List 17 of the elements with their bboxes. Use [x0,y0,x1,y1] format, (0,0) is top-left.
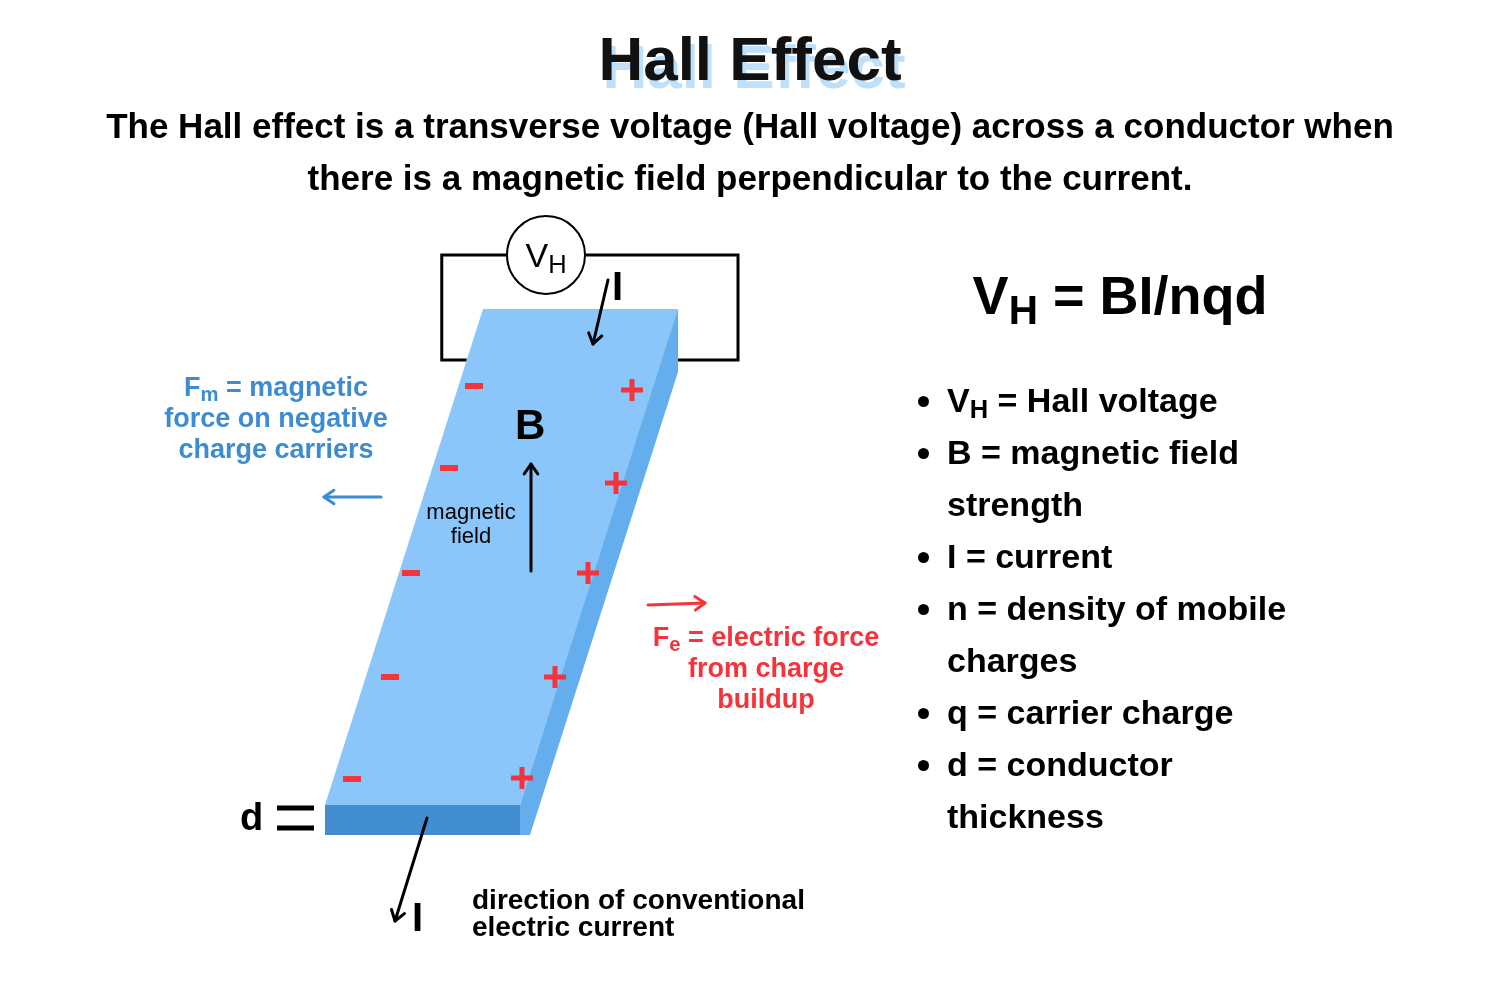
electric-force-label: F$_{e}$ = electric force from charge buildup [651,622,881,715]
title: Hall Effect [597,28,903,90]
definition-item: d = conductor thickness [947,744,1174,837]
wire [586,253,740,362]
current-symbol: I [412,897,424,937]
field-symbol: B [515,404,546,446]
current-direction-label: direction of conventional electric current [472,886,806,940]
thickness-symbol: d [240,798,264,836]
magnetic-force-label: F$_{m}$ = magnetic force on negative charge carriers [163,372,389,465]
subtitle: The Hall effect is a transverse voltage (Hall voltage) across a conductor when there is a magnetic field perpendicular to the current. [105,105,1395,199]
wire [440,253,506,362]
definition-item: B = magnetic field strength [947,432,1240,525]
definition-item: V$_{H}$ = Hall voltage [947,380,1218,426]
current-symbol: I [612,266,624,306]
field-label: magnetic field [425,500,517,548]
definition-item: q = carrier charge [947,692,1234,733]
definition-item: I = current [947,536,1113,577]
